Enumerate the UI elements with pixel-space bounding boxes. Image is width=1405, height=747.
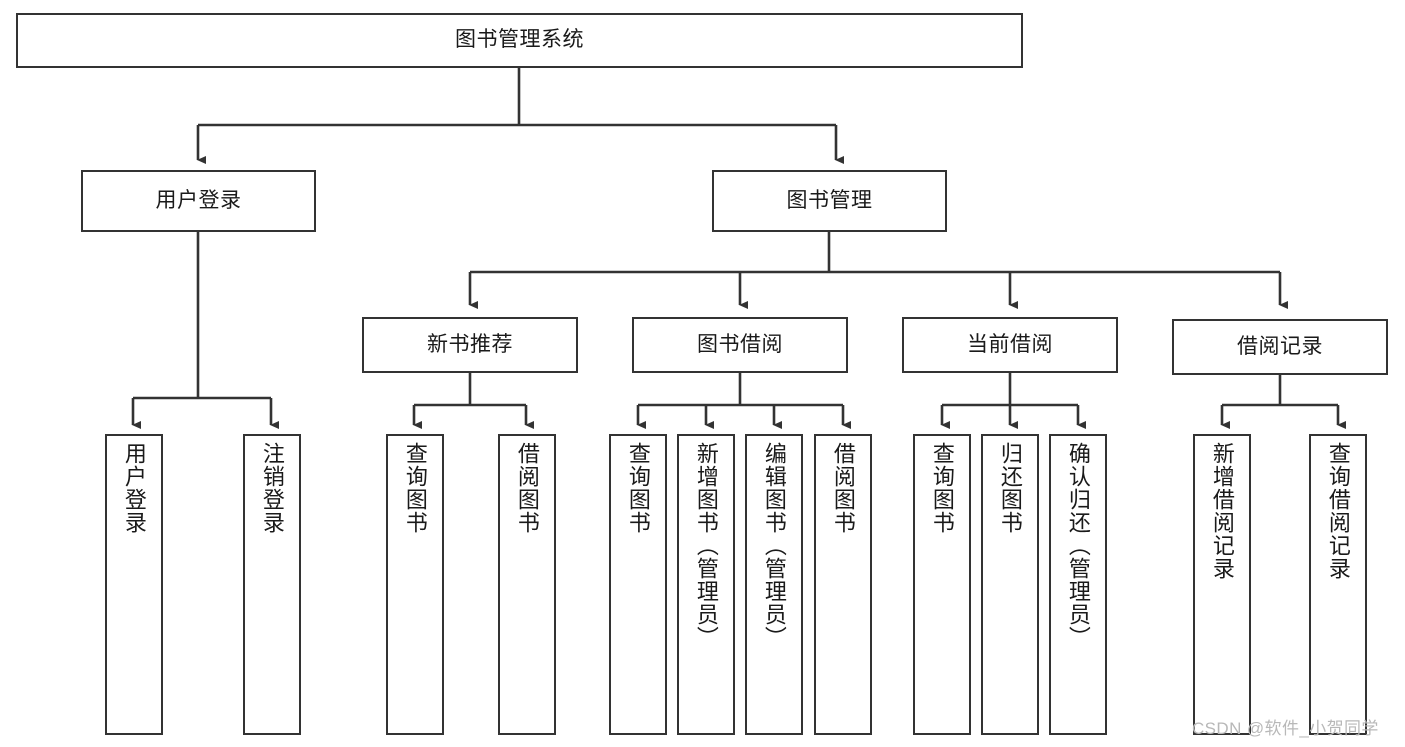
leaf-user-login-signout[interactable]: 注销登录	[243, 434, 301, 735]
leaf-current-query-book[interactable]: 查询图书	[913, 434, 971, 735]
node-label: 新增借阅记录	[1209, 442, 1235, 580]
node-label: 借阅图书	[514, 442, 540, 534]
leaf-record-query-record[interactable]: 查询借阅记录	[1309, 434, 1367, 735]
node-label: 归还图书	[997, 442, 1023, 534]
node-new-book-recommend[interactable]: 新书推荐	[362, 317, 578, 373]
node-user-login[interactable]: 用户登录	[81, 170, 316, 232]
node-label: 当前借阅	[967, 332, 1053, 356]
csdn-watermark: CSDN @软件_小贺同学	[1192, 719, 1379, 738]
leaf-record-add-record[interactable]: 新增借阅记录	[1193, 434, 1251, 735]
leaf-borrow-add-book-admin[interactable]: 新增图书（管理员）	[677, 434, 735, 735]
leaf-borrow-query-book[interactable]: 查询图书	[609, 434, 667, 735]
node-label: 借阅图书	[830, 442, 856, 534]
leaf-current-confirm-return-admin[interactable]: 确认归还（管理员）	[1049, 434, 1107, 735]
leaf-borrow-edit-book-admin[interactable]: 编辑图书（管理员）	[745, 434, 803, 735]
node-label: 查询图书	[625, 442, 651, 534]
node-root-system[interactable]: 图书管理系统	[16, 13, 1023, 68]
node-book-management[interactable]: 图书管理	[712, 170, 947, 232]
node-current-borrow[interactable]: 当前借阅	[902, 317, 1118, 373]
node-book-borrow[interactable]: 图书借阅	[632, 317, 848, 373]
node-label: 查询图书	[929, 442, 955, 534]
leaf-current-return-book[interactable]: 归还图书	[981, 434, 1039, 735]
node-label: 图书借阅	[697, 332, 783, 356]
node-label: 新书推荐	[427, 332, 513, 356]
node-label: 查询借阅记录	[1325, 442, 1351, 580]
node-label: 确认归还（管理员）	[1065, 442, 1091, 649]
leaf-borrow-borrow-book[interactable]: 借阅图书	[814, 434, 872, 735]
node-label: 新增图书（管理员）	[693, 442, 719, 649]
leaf-user-login-signin[interactable]: 用户登录	[105, 434, 163, 735]
node-label: 用户登录	[121, 442, 147, 534]
node-borrow-record[interactable]: 借阅记录	[1172, 319, 1388, 375]
node-label: 借阅记录	[1237, 334, 1323, 358]
leaf-new-book-borrow[interactable]: 借阅图书	[498, 434, 556, 735]
node-label: 注销登录	[259, 442, 285, 534]
node-label: 用户登录	[155, 188, 242, 212]
node-label: 图书管理	[786, 188, 873, 212]
node-label: 图书管理系统	[455, 28, 584, 52]
node-label: 查询图书	[402, 442, 428, 534]
leaf-new-book-query[interactable]: 查询图书	[386, 434, 444, 735]
node-label: 编辑图书（管理员）	[761, 442, 787, 649]
